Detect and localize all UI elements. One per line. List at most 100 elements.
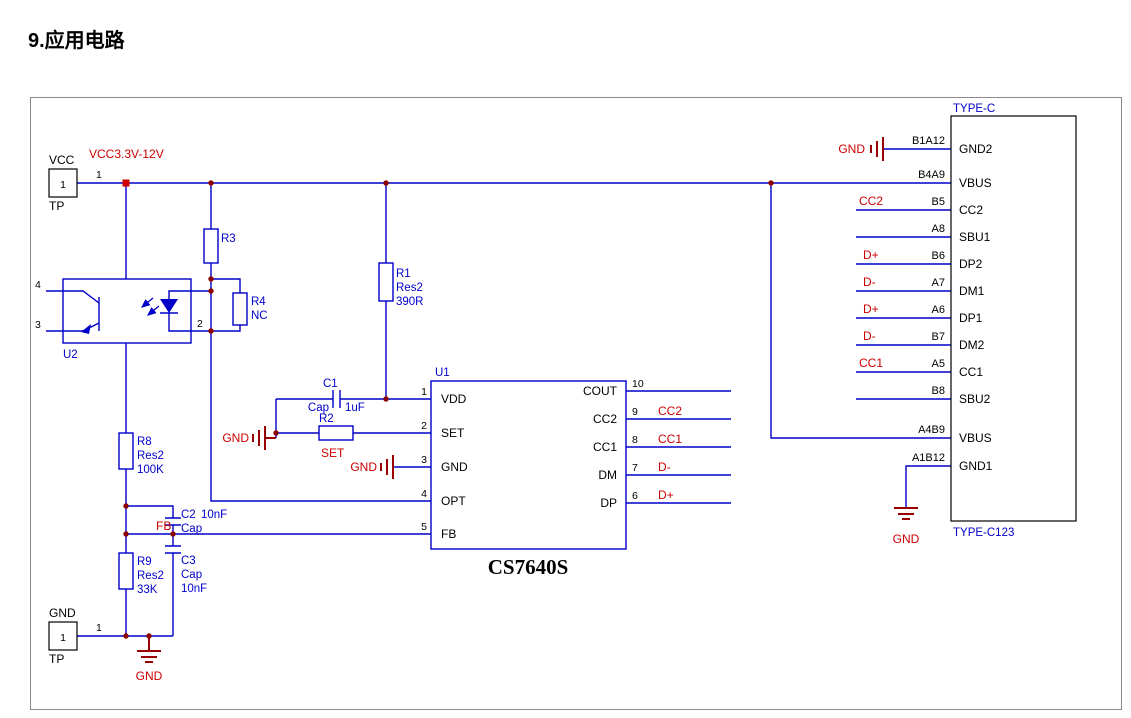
tp-vcc-net-label: VCC: [49, 153, 75, 167]
u1-pin3-name: GND: [441, 460, 468, 474]
r4-designator: R4: [251, 296, 266, 308]
wire-u1-right-stubs: [626, 390, 731, 504]
u1-pin3-number: 3: [421, 454, 427, 466]
u1-pin5-number: 5: [421, 521, 427, 533]
ground-symbol-typec-top: [870, 137, 884, 161]
typec-pad-a8: A8: [932, 223, 945, 235]
u1-pin10-number: 10: [632, 378, 644, 390]
wire-r1-vdd: [275, 183, 431, 438]
typec-pin-dm1: DM1: [959, 284, 985, 298]
tp-gnd-net-label: GND: [49, 606, 76, 620]
tp-vcc-designator: TP: [49, 199, 64, 213]
typec-pin-vbus-bottom: VBUS: [959, 431, 992, 445]
u1-pin10-name: COUT: [583, 384, 618, 398]
u1-pin1-number: 1: [421, 386, 427, 398]
resistor-r8: [118, 432, 134, 470]
resistor-r4: [232, 292, 248, 326]
net-label-dminus-dm2: D-: [863, 329, 876, 343]
junction-dot: [273, 430, 279, 436]
junction-dot: [170, 531, 176, 537]
tp-vcc-cell: 1: [60, 179, 66, 191]
resistor-r1: [378, 262, 394, 302]
u2-designator: U2: [63, 349, 78, 361]
capacitor-c1-plates: [332, 390, 341, 408]
wire-r3-opt: [210, 183, 431, 502]
net-label-fb: FB: [156, 519, 171, 533]
junction-dot: [208, 288, 214, 294]
c3-comment: Cap: [181, 569, 202, 581]
c1-designator: C1: [323, 378, 338, 390]
typec-pad-b6: B6: [932, 250, 945, 262]
optocoupler-u2-light-arrow-1: [140, 297, 154, 308]
net-label-cc1-typec: CC1: [859, 356, 883, 370]
junction-dot: [123, 531, 129, 537]
u1-pin5-name: FB: [441, 527, 456, 541]
r8-comment: Res2: [137, 450, 164, 462]
schematic-sheet: VCC 1 TP 1 VCC3.3V-12V GND 1 TP 1 GND 4 …: [30, 97, 1122, 710]
r8-designator: R8: [137, 436, 152, 448]
r1-comment: Res2: [396, 282, 423, 294]
typec-pin-sbu2: SBU2: [959, 392, 991, 406]
junction-dot: [146, 633, 152, 639]
c3-value: 10nF: [181, 583, 207, 595]
ground-symbol-pin3: [380, 455, 394, 479]
typec-pad-b8: B8: [932, 385, 945, 397]
u2-pin3-number: 3: [35, 319, 41, 331]
net-label-gnd-bottom-left: GND: [136, 669, 163, 683]
net-label-cc2-typec: CC2: [859, 194, 883, 208]
net-label-dplus-chip: D+: [658, 488, 674, 502]
u1-pin2-name: SET: [441, 426, 465, 440]
r9-comment: Res2: [137, 570, 164, 582]
typec-pad-a5: A5: [932, 358, 945, 370]
u1-pin6-name: DP: [600, 496, 617, 510]
junction-dot: [123, 633, 129, 639]
typec-pin-gnd1: GND1: [959, 459, 993, 473]
u1-pin6-number: 6: [632, 490, 638, 502]
ground-symbol-bottom-left: [137, 636, 161, 663]
ground-symbol-set-side: [252, 426, 276, 450]
net-label-cc1-chip: CC1: [658, 432, 682, 446]
typec-pad-b7: B7: [932, 331, 945, 343]
resistor-r3: [203, 228, 219, 264]
typec-pin-dm2: DM2: [959, 338, 985, 352]
wire-r4-ties: [211, 278, 241, 332]
u1-pin4-number: 4: [421, 488, 427, 500]
tp-gnd-designator: TP: [49, 652, 64, 666]
u2-pin4-number: 4: [35, 279, 41, 291]
net-label-dminus-dm1: D-: [863, 275, 876, 289]
net-label-gnd-pin3: GND: [350, 460, 377, 474]
wire-vcc-rail: [77, 182, 951, 439]
typec-pad-a4b9: A4B9: [918, 424, 945, 436]
net-label-dplus-dp1: D+: [863, 302, 879, 316]
c2-value: 10nF: [201, 509, 227, 521]
typec-connector-body: [950, 115, 1077, 522]
c1-comment: Cap: [308, 402, 329, 414]
r3-designator: R3: [221, 233, 236, 245]
schematic-canvas: VCC 1 TP 1 VCC3.3V-12V GND 1 TP 1 GND 4 …: [35, 103, 1077, 683]
optocoupler-u2-light-arrow-2: [146, 305, 160, 316]
junction-dot: [383, 180, 389, 186]
junction-dot: [383, 396, 389, 402]
tp-vcc-pin-number: 1: [96, 169, 102, 181]
section-title: 9.应用电路: [28, 30, 125, 52]
u1-pin9-name: CC2: [593, 412, 617, 426]
r9-value: 33K: [137, 584, 158, 596]
typec-label: TYPE-C: [953, 103, 995, 115]
net-label-set: SET: [321, 446, 345, 460]
r2-designator: R2: [319, 413, 334, 425]
typec-pin-gnd2: GND2: [959, 142, 993, 156]
typec-sublabel: TYPE-C123: [953, 527, 1014, 539]
u1-pin4-name: OPT: [441, 494, 466, 508]
net-label-gnd-typec-top: GND: [838, 142, 865, 156]
c2-comment: Cap: [181, 523, 202, 535]
typec-pin-dp1: DP1: [959, 311, 983, 325]
u1-pin9-number: 9: [632, 406, 638, 418]
tp-gnd-box: [48, 621, 78, 651]
u1-pin8-name: CC1: [593, 440, 617, 454]
typec-pin-dp2: DP2: [959, 257, 983, 271]
chip-u1-body: [430, 380, 627, 550]
c1-value: 1uF: [345, 402, 365, 414]
c3-designator: C3: [181, 555, 196, 567]
net-label-dminus-chip: D-: [658, 460, 671, 474]
resistor-r9: [118, 552, 134, 590]
